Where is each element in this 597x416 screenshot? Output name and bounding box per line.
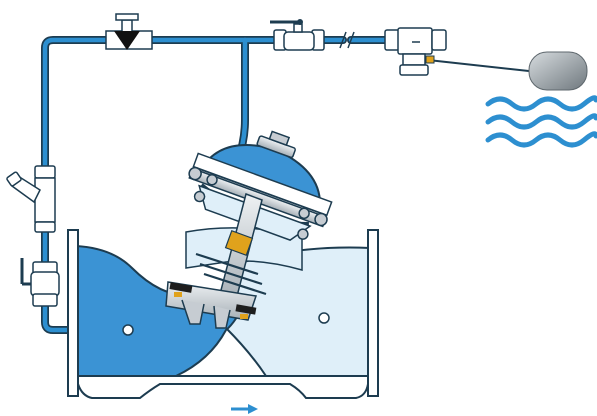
ball-valve-left (20, 258, 60, 307)
ball-valve-top (270, 19, 325, 51)
spring (195, 252, 267, 296)
break-mark-icon (339, 31, 355, 49)
y-strainer (6, 165, 56, 233)
main-valve-body (67, 227, 379, 399)
valve-disc (165, 281, 257, 329)
float-arm (425, 55, 539, 73)
arrow-right-icon (231, 404, 258, 414)
float-pilot-valve (384, 27, 447, 76)
float-ball (528, 51, 588, 91)
pilot-tubing (41, 36, 390, 334)
needle-valve (105, 13, 153, 50)
water-waves-icon (485, 95, 597, 148)
